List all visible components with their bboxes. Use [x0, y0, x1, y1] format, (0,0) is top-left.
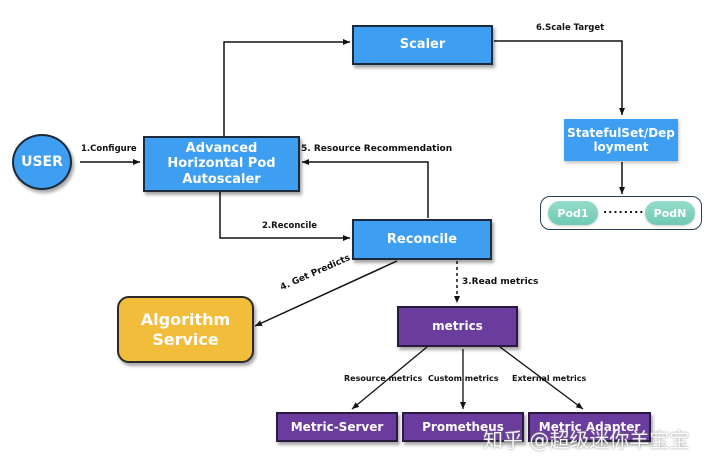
pod-1-label: Pod1 — [557, 206, 589, 220]
user-label: USER — [21, 153, 63, 170]
edge-resource-recommendation — [302, 159, 429, 218]
watermark: 知乎 @超级迷你羊宝宝 — [483, 428, 690, 452]
algorithm-label-line1: Algorithm — [140, 310, 231, 330]
metric-server-node: Metric-Server — [276, 412, 398, 442]
ahpa-node: Advanced Horizontal Pod Autoscaler — [143, 136, 300, 192]
ahpa-label: Advanced Horizontal Pod Autoscaler — [167, 140, 276, 187]
user-node: USER — [12, 134, 72, 190]
scaler-node: Scaler — [352, 25, 493, 65]
pods-group: Pod1 ........ PodN — [540, 196, 702, 230]
pod-1: Pod1 — [548, 201, 598, 225]
label-external-metrics: External metrics — [512, 374, 587, 383]
label-custom-metrics: Custom metrics — [428, 374, 499, 383]
pod-n: PodN — [645, 201, 695, 225]
statefulset-node: StatefulSet/Dep loyment — [564, 119, 678, 161]
statefulset-label-line2: loyment — [593, 140, 649, 154]
metric-adapter-label: Metric Adapter — [538, 419, 641, 434]
label-reconcile: 2.Reconcile — [262, 221, 318, 231]
prometheus-node: Prometheus — [402, 412, 524, 442]
label-resource-recommendation: 5. Resource Recommendation — [301, 144, 453, 154]
metrics-label: metrics — [432, 319, 483, 334]
algorithm-service-node: Algorithm Service — [117, 296, 254, 363]
label-read-metrics: 3.Read metrics — [462, 277, 539, 287]
metrics-node: metrics — [397, 306, 518, 347]
statefulset-label-line1: StatefulSet/Dep — [567, 125, 675, 140]
algorithm-label-line2: Service — [152, 329, 219, 349]
edge-resource-metrics — [351, 346, 428, 410]
pods-ellipsis: ........ — [603, 203, 645, 216]
label-resource-metrics: Resource metrics — [344, 374, 423, 383]
edge-ahpa-to-scaler — [223, 39, 350, 138]
prometheus-label: Prometheus — [422, 419, 504, 434]
edge-get-predicts — [254, 260, 398, 327]
reconcile-node: Reconcile — [352, 219, 492, 260]
metric-server-label: Metric-Server — [290, 419, 384, 434]
label-scale-target: 6.Scale Target — [536, 23, 605, 33]
reconcile-label: Reconcile — [386, 231, 458, 247]
edge-external-metrics — [499, 346, 584, 410]
pod-n-label: PodN — [653, 206, 687, 220]
metric-adapter-node: Metric Adapter — [528, 412, 651, 442]
scaler-label: Scaler — [399, 37, 446, 53]
label-configure: 1.Configure — [81, 144, 137, 154]
edge-scale-target — [494, 40, 625, 115]
edge-reconcile — [219, 192, 350, 241]
